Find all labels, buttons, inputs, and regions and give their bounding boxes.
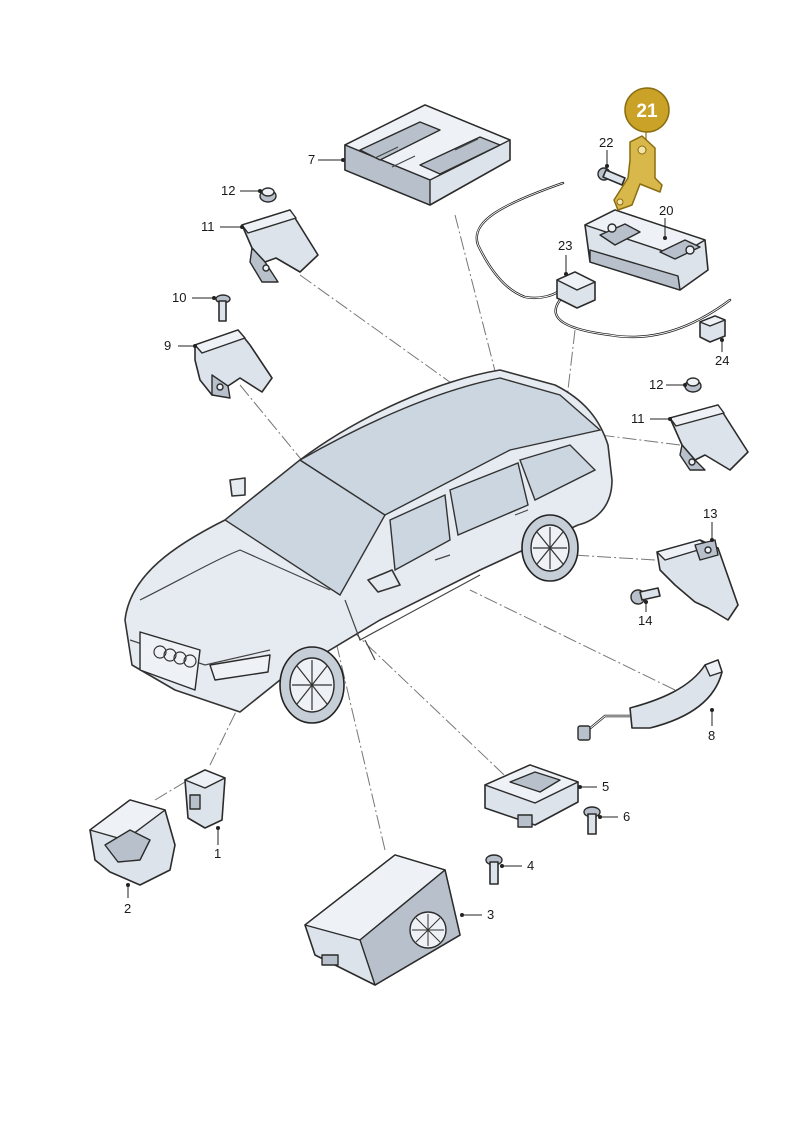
part-9-bracket[interactable]: [194, 329, 273, 399]
callout-label-23: 23: [558, 238, 572, 253]
callout-label-20: 20: [659, 203, 673, 218]
callout-label-9: 9: [164, 338, 171, 353]
part-12-nut-left[interactable]: [259, 187, 277, 203]
callout-label-11-left: 11: [201, 219, 215, 234]
callout-label-1: 1: [214, 846, 221, 861]
callout-label-5: 5: [602, 779, 609, 794]
part-20-antenna-module[interactable]: [584, 209, 709, 291]
part-13-bracket[interactable]: [656, 539, 739, 621]
callout-label-22: 22: [599, 135, 613, 150]
callout-label-14: 14: [638, 613, 652, 628]
part-4-screw[interactable]: [485, 854, 503, 885]
callout-label-2: 2: [124, 901, 131, 916]
callout-label-12-right: 12: [649, 377, 663, 392]
part-23-connector[interactable]: [556, 271, 596, 309]
part-14-screw[interactable]: [630, 587, 661, 605]
highlight-badge-label: 21: [636, 101, 658, 122]
part-11-bracket-left[interactable]: [241, 209, 319, 283]
part-21-bracket-highlighted[interactable]: [613, 135, 663, 211]
part-3-control-module[interactable]: [304, 854, 461, 986]
part-12-nut-right[interactable]: [684, 377, 702, 393]
callout-label-10: 10: [172, 290, 186, 305]
callouts: 1 2 3 4 5 6 7 8 9 10: [124, 87, 729, 922]
callout-label-24: 24: [715, 353, 729, 368]
callout-label-6: 6: [623, 809, 630, 824]
part-8-handle-sensor[interactable]: [577, 659, 723, 741]
callout-label-8: 8: [708, 728, 715, 743]
part-10-screw[interactable]: [215, 294, 231, 322]
part-7-control-unit[interactable]: [344, 104, 511, 206]
part-2-housing[interactable]: [89, 799, 176, 886]
callout-label-11-right: 11: [631, 411, 645, 426]
highlight-badge: [624, 87, 670, 133]
part-11-bracket-right[interactable]: [669, 404, 749, 471]
part-6-screw[interactable]: [583, 806, 601, 835]
part-1-sensor[interactable]: [184, 769, 226, 829]
callout-label-12-left: 12: [221, 183, 235, 198]
callout-label-7: 7: [308, 152, 315, 167]
part-22-screw[interactable]: [597, 167, 626, 186]
callout-label-13: 13: [703, 506, 717, 521]
car-illustration: [124, 369, 613, 724]
part-5-sensor-unit[interactable]: [484, 764, 579, 828]
antenna-cable: [475, 181, 732, 339]
callout-label-3: 3: [487, 907, 494, 922]
part-24-clip[interactable]: [699, 315, 726, 343]
callout-label-4: 4: [527, 858, 534, 873]
